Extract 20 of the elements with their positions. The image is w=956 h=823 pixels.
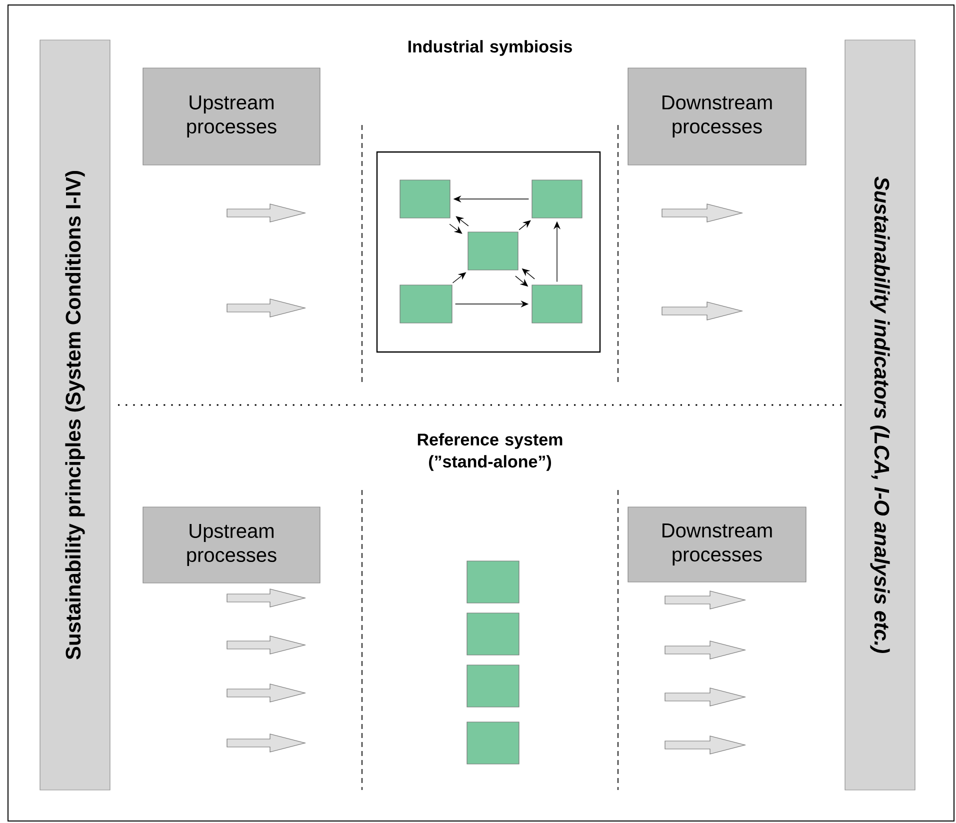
process-box	[466, 612, 520, 656]
arrow	[449, 224, 462, 234]
process-box	[400, 180, 450, 218]
side-band: Sustainability indicators (LCA, I-O analysis etc.)	[844, 40, 916, 790]
process-box: Downstream processes	[628, 506, 806, 582]
process-box	[466, 560, 520, 604]
process-box	[532, 180, 582, 218]
process-box	[466, 722, 520, 764]
process-box	[466, 664, 520, 708]
system-frame	[376, 151, 601, 353]
process-box	[400, 284, 452, 324]
process-box	[468, 232, 518, 270]
process-box: Upstream processes	[142, 68, 320, 166]
process-box: Upstream processes	[142, 506, 320, 584]
section-heading: Reference system (”stand-alone”)	[418, 433, 562, 471]
process-box: Downstream processes	[628, 68, 806, 166]
process-box	[532, 284, 582, 324]
arrow	[518, 220, 531, 230]
side-band: Sustainability principles (System Conditions I-IV)	[40, 40, 110, 790]
section-heading: Industrial symbiosis	[408, 40, 572, 56]
